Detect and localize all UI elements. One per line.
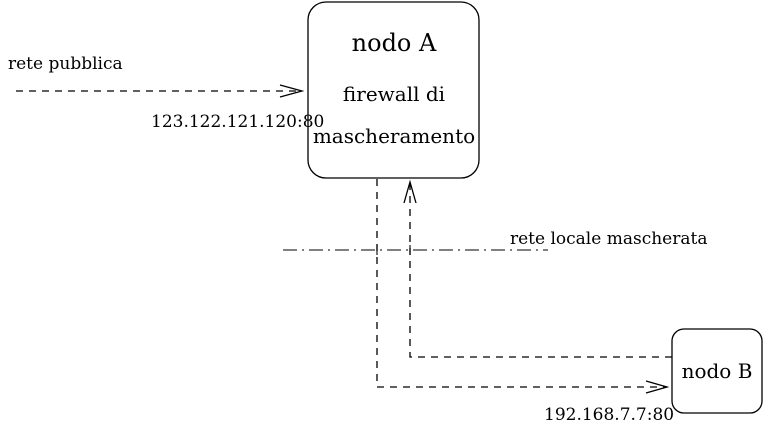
return-arrowhead-icon <box>403 179 417 204</box>
forward-arrowhead-icon <box>645 380 670 394</box>
node-b-title: nodo B <box>682 359 753 383</box>
local-endpoint-address: 192.168.7.7:80 <box>544 405 674 424</box>
local-network-label: rete locale mascherata <box>510 229 707 249</box>
public-arrowhead-icon <box>279 84 305 98</box>
public-network-label: rete pubblica <box>8 54 123 74</box>
node-a-line1: firewall di <box>343 82 445 106</box>
return-path-link <box>409 182 672 358</box>
forward-path-link <box>376 179 667 388</box>
node-b-box <box>671 328 763 414</box>
public-endpoint-address: 123.122.121.120:80 <box>151 112 324 132</box>
node-a-box <box>307 1 480 179</box>
node-a-line2: mascheramento <box>313 124 475 148</box>
node-a-title: nodo A <box>352 29 437 57</box>
